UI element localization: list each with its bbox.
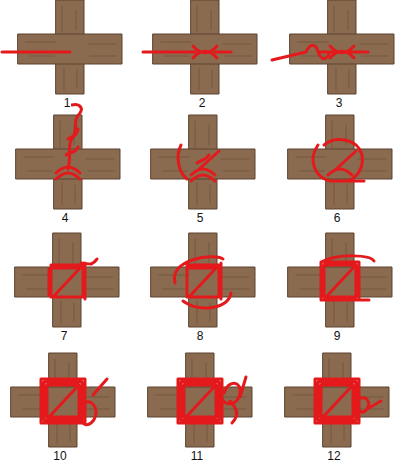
step-number: 3 <box>335 96 344 110</box>
step-number: 12 <box>326 449 341 463</box>
step-number: 4 <box>61 211 70 225</box>
step-number: 10 <box>52 449 67 463</box>
step-number: 11 <box>190 449 204 463</box>
step-number: 1 <box>63 96 72 110</box>
step-number: 2 <box>198 96 207 110</box>
step-number: 9 <box>333 329 342 343</box>
step-number: 5 <box>196 211 205 225</box>
step-number: 7 <box>60 329 69 343</box>
step-number: 8 <box>196 329 205 343</box>
step-number: 6 <box>333 211 342 225</box>
